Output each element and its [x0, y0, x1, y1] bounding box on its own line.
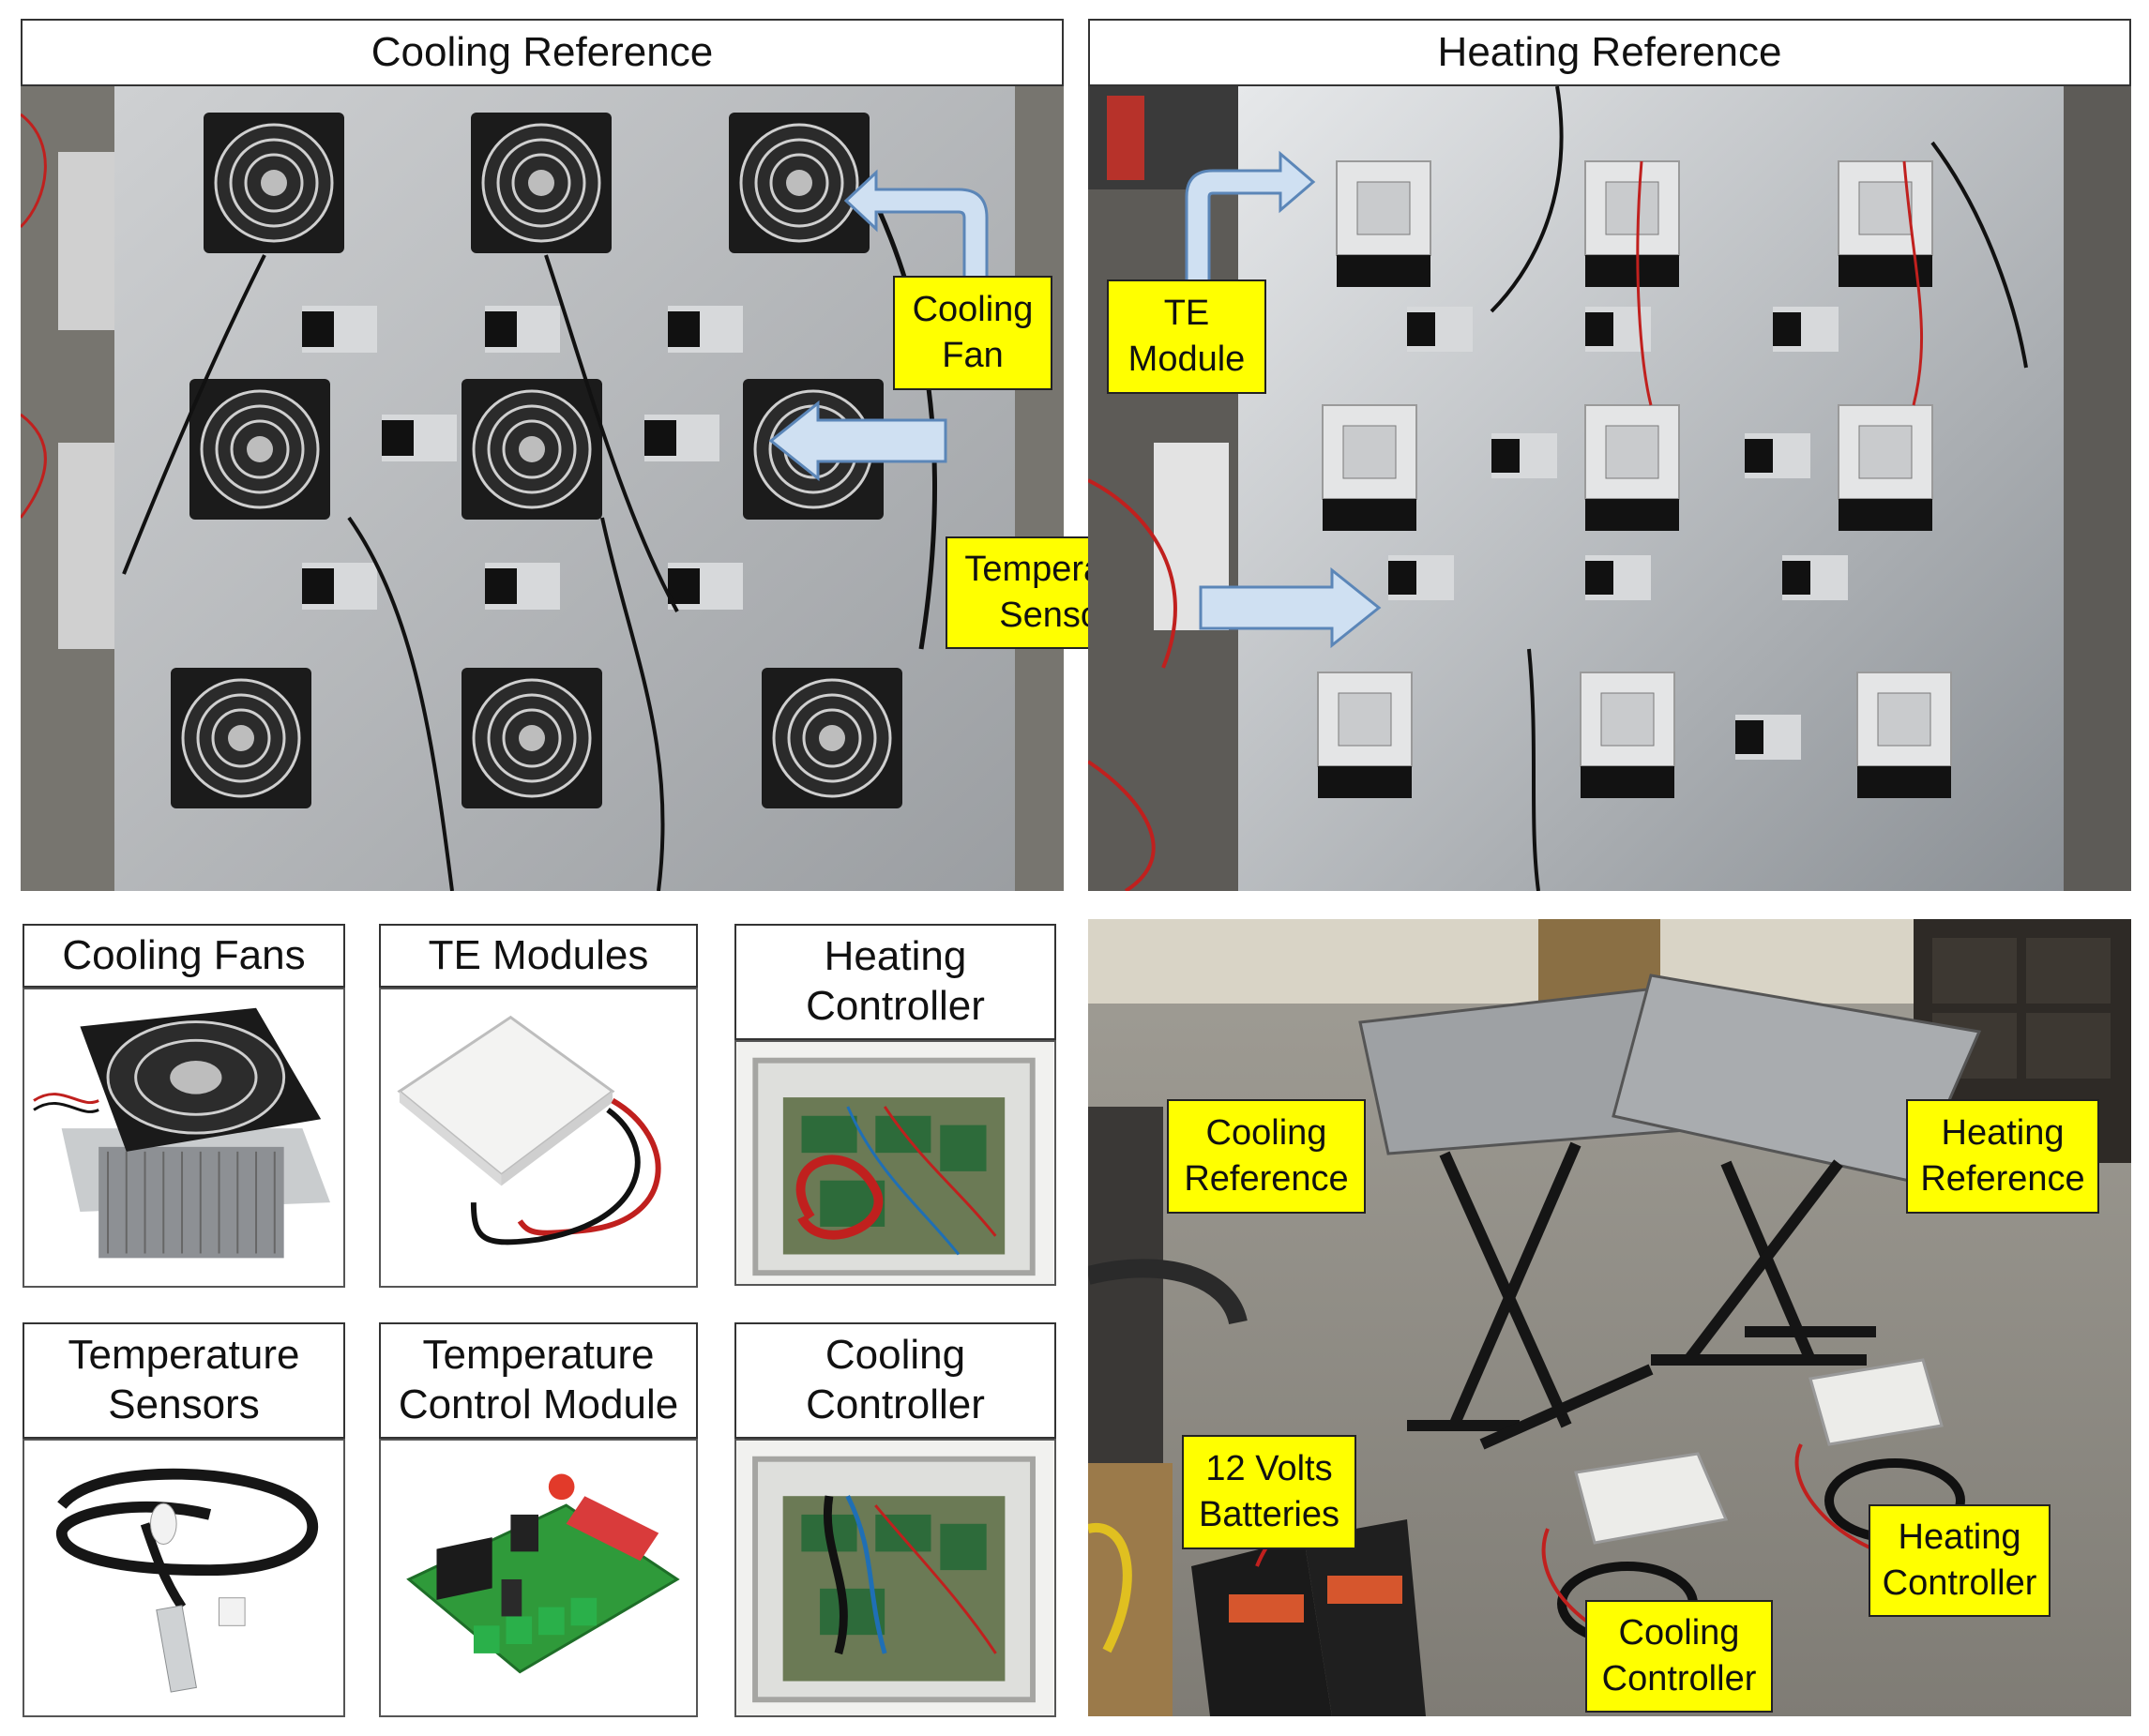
cooling-reference-title: Cooling Reference — [21, 19, 1064, 86]
te-modules-title: TE Modules — [379, 924, 698, 988]
cooling-controller-photo — [734, 1439, 1056, 1717]
heating-reference-title: Heating Reference — [1088, 19, 2131, 86]
setup-heating-controller-label: Heating Controller — [1869, 1504, 2051, 1617]
cooling-reference-photo — [21, 86, 1064, 891]
cooling-reference-panel: Cooling Reference — [21, 19, 1064, 891]
temperature-control-module-photo — [379, 1439, 698, 1717]
setup-batteries-label: 12 Volts Batteries — [1182, 1435, 1356, 1549]
cooling-fans-title: Cooling Fans — [23, 924, 345, 988]
heating-controller-photo — [734, 1040, 1056, 1286]
te-modules-photo — [379, 988, 698, 1288]
te-module-label: TE Module — [1107, 279, 1266, 394]
heating-controller-title: Heating Controller — [734, 924, 1056, 1040]
setup-cooling-reference-label: Cooling Reference — [1167, 1099, 1366, 1214]
heating-reference-photo — [1088, 86, 2131, 891]
temperature-sensors-photo — [23, 1439, 345, 1717]
setup-panel: Cooling Reference Heating Reference 12 V… — [1088, 919, 2131, 1716]
cooling-controller-title: Cooling Controller — [734, 1322, 1056, 1439]
cooling-fans-photo — [23, 988, 345, 1288]
setup-cooling-controller-label: Cooling Controller — [1585, 1600, 1773, 1713]
temperature-control-module-title: Temperature Control Module — [379, 1322, 698, 1439]
temperature-sensors-title: Temperature Sensors — [23, 1322, 345, 1439]
heating-reference-panel: Heating Reference — [1088, 19, 2131, 891]
cooling-fan-label: Cooling Fan — [893, 276, 1052, 390]
setup-heating-reference-label: Heating Reference — [1906, 1099, 2099, 1214]
